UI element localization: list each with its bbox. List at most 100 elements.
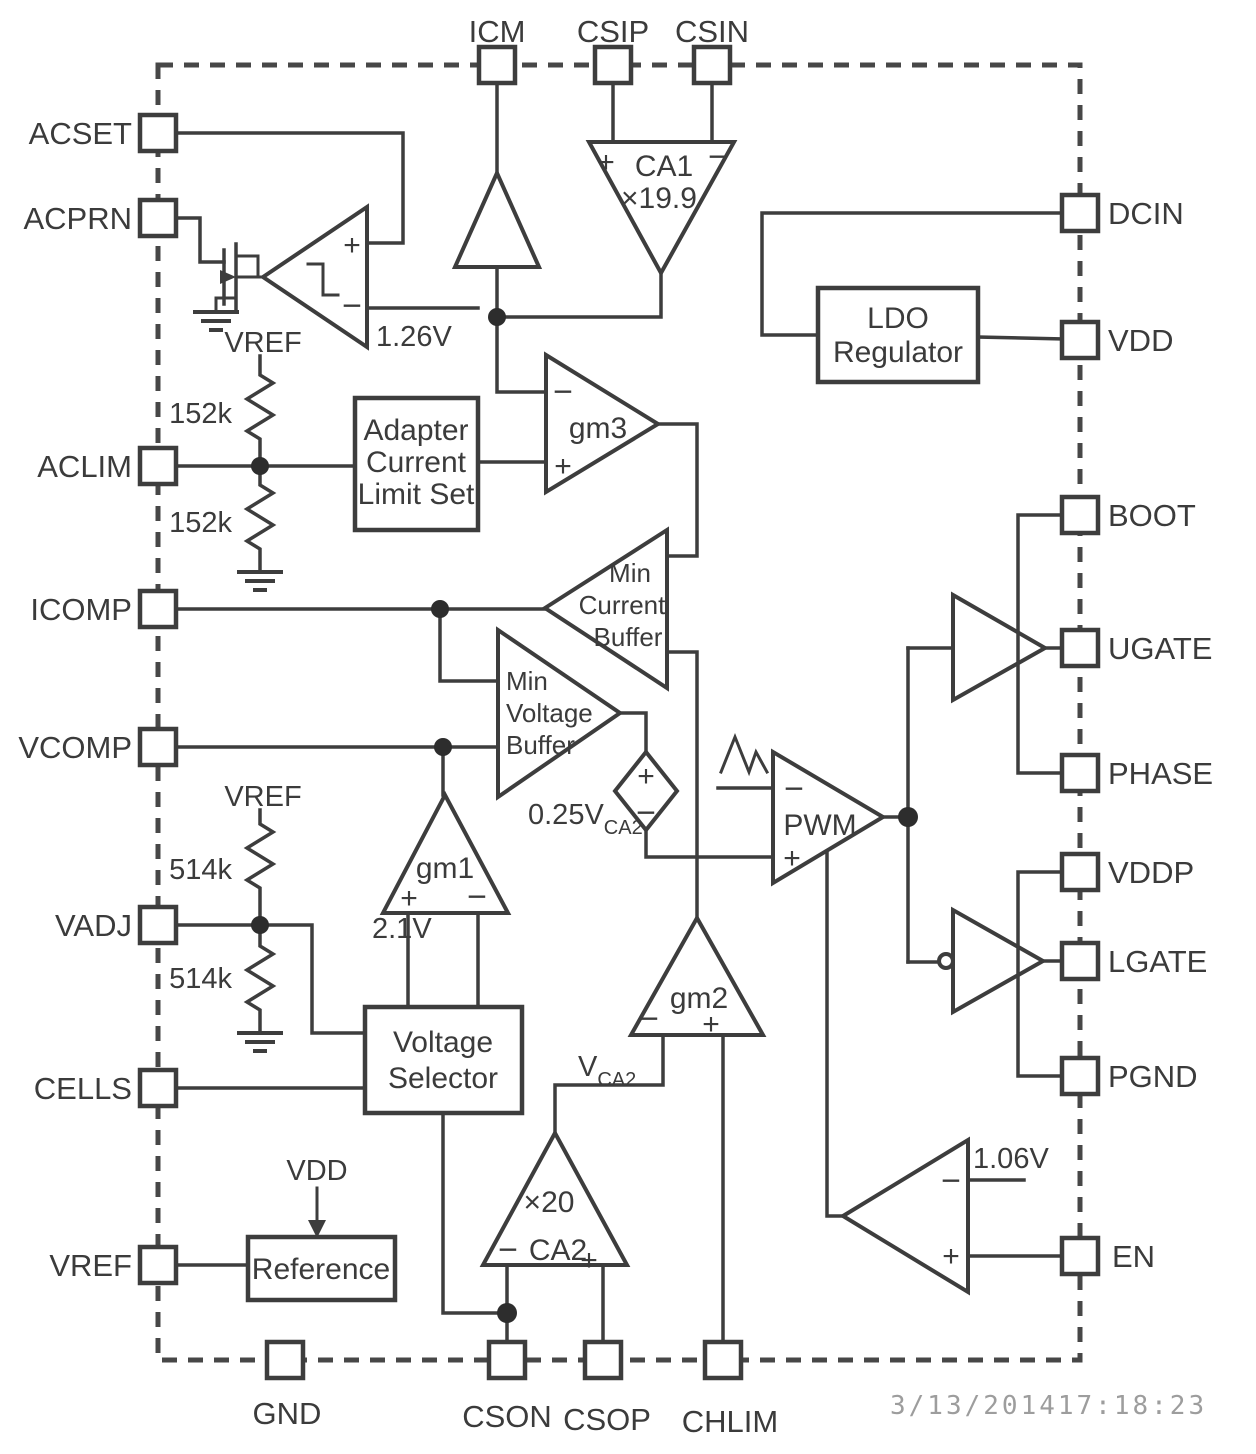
- mcb-line1: Min: [609, 558, 651, 588]
- inverter-bubble: [937, 952, 955, 970]
- ca1-plus: +: [597, 146, 615, 179]
- acprn-mosfet: [191, 242, 265, 332]
- ca2-gain: ×20: [524, 1186, 575, 1219]
- ca2-label: CA2: [529, 1234, 587, 1267]
- ugate-driver: [951, 591, 1050, 704]
- gm1-label: gm1: [416, 852, 474, 885]
- hysteresis-icon: [306, 262, 340, 297]
- acset-wire: [174, 131, 405, 245]
- ramp-icon: [719, 732, 770, 777]
- wires: [174, 81, 1065, 1345]
- lgate-driver: [937, 906, 1048, 1016]
- ldo-line2: Regulator: [833, 336, 963, 369]
- aclim-lower-resistor: [243, 464, 277, 574]
- ca1-amplifier: + CA1 − ×19.9: [585, 138, 738, 278]
- mvb-line1: Min: [506, 666, 548, 696]
- pin-csip: [592, 44, 634, 86]
- selector-line1: Voltage: [393, 1026, 493, 1059]
- pin-boot: [1059, 494, 1101, 536]
- ca2-out-wire: [553, 1033, 665, 1135]
- aclim-upper-resistor-label: 152k: [169, 398, 232, 430]
- mosfet-arrow: [220, 270, 236, 284]
- ca2-plus: +: [580, 1244, 598, 1277]
- diamond-plus: +: [637, 760, 655, 793]
- reference-label: Reference: [252, 1253, 390, 1286]
- ca1-minus: −: [708, 138, 728, 176]
- en-enable-wire: [825, 849, 845, 1218]
- pin-label-csin: CSIN: [675, 14, 749, 49]
- pin-pgnd: [1059, 1055, 1101, 1097]
- gm3-minus: −: [553, 373, 573, 411]
- pin-acset: [137, 112, 179, 154]
- scaled-vca2-text: 0.25V: [528, 799, 604, 831]
- en-threshold-label: 1.06V: [973, 1143, 1049, 1175]
- pin-label-boot: BOOT: [1108, 498, 1196, 533]
- scaled-vca2-sub: CA2: [604, 817, 643, 839]
- timestamp: 3/13/201417:18:23: [890, 1391, 1207, 1421]
- mcb-line2: Current: [579, 590, 666, 620]
- adapter-line3: Limit Set: [358, 478, 475, 511]
- scaled-vca2-label: 0.25VCA2: [528, 799, 643, 839]
- dcin-wire: [760, 211, 1065, 337]
- vref-net-label-vadj: VREF: [224, 781, 301, 813]
- ground-symbol: [235, 570, 285, 592]
- pin-cells: [137, 1067, 179, 1109]
- pin-boxes: [137, 44, 1101, 1381]
- ldo-line1: LDO: [867, 302, 929, 335]
- gm1-reference-label: 2.1V: [372, 913, 432, 945]
- vca2-text: V: [578, 1051, 598, 1083]
- acok-minus: −: [342, 287, 362, 325]
- vdd-net-label: VDD: [286, 1155, 347, 1187]
- pin-gnd: [264, 1339, 306, 1381]
- mvb-line3: Buffer: [506, 730, 575, 760]
- pin-label-aclim: ACLIM: [37, 449, 132, 484]
- pin-icomp: [137, 588, 179, 630]
- pin-en: [1059, 1235, 1101, 1277]
- pin-label-vddp: VDDP: [1108, 855, 1194, 890]
- acok-plus: +: [343, 229, 361, 262]
- vca2-label: VCA2: [578, 1051, 636, 1091]
- gm3-label: gm3: [569, 412, 627, 445]
- gm1-amplifier: gm1 + −: [379, 790, 512, 916]
- vdd-wire: [976, 335, 1065, 341]
- vadj-upper-resistor-label: 514k: [169, 854, 232, 886]
- ca2-minus: −: [498, 1231, 518, 1269]
- selector-line2: Selector: [388, 1062, 498, 1095]
- adapter-line2: Current: [366, 446, 467, 479]
- pin-label-pgnd: PGND: [1108, 1059, 1198, 1094]
- gm2-label: gm2: [670, 982, 728, 1015]
- vdd-arrow-head: [308, 1220, 326, 1238]
- pin-acprn: [137, 197, 179, 239]
- pin-icm: [476, 44, 518, 86]
- aclim-lower-resistor-label: 152k: [169, 507, 232, 539]
- pin-aclim: [137, 445, 179, 487]
- en-minus: −: [941, 1162, 961, 1200]
- pin-label-vadj: VADJ: [55, 908, 132, 943]
- pin-label-en: EN: [1112, 1239, 1155, 1274]
- pin-phase: [1059, 752, 1101, 794]
- pwm-label: PWM: [783, 809, 856, 842]
- vddp-pgnd-rail: [1016, 870, 1065, 1078]
- gm1-minus: −: [467, 878, 487, 916]
- vadj-lower-resistor-label: 514k: [169, 963, 232, 995]
- junction-dots: [251, 308, 918, 1323]
- pwm-plus: +: [783, 842, 801, 875]
- pin-label-csop: CSOP: [563, 1402, 651, 1437]
- value-labels: 1.26V VREF 152k 152k VREF 514k 514k 2.1V…: [169, 321, 1049, 1187]
- ca2-amplifier: ×20 − CA2 +: [479, 1128, 631, 1277]
- pin-vddp: [1059, 851, 1101, 893]
- gm2-amplifier: gm2 − +: [627, 913, 767, 1041]
- pin-label-cells: CELLS: [34, 1071, 132, 1106]
- vadj-lower-resistor: [243, 923, 277, 1035]
- mcb-line3: Buffer: [594, 622, 663, 652]
- min-current-buffer: Min Current Buffer: [541, 526, 669, 692]
- pin-vdd: [1059, 319, 1101, 361]
- acprn-wire: [174, 216, 226, 264]
- pin-label-dcin: DCIN: [1108, 196, 1184, 231]
- pin-label-gnd: GND: [253, 1396, 322, 1431]
- pin-label-cson: CSON: [462, 1399, 552, 1434]
- pin-label-vref: VREF: [49, 1248, 132, 1283]
- boot-phase-rail: [1016, 513, 1065, 775]
- voltage-selector-block: Voltage Selector: [362, 1004, 525, 1116]
